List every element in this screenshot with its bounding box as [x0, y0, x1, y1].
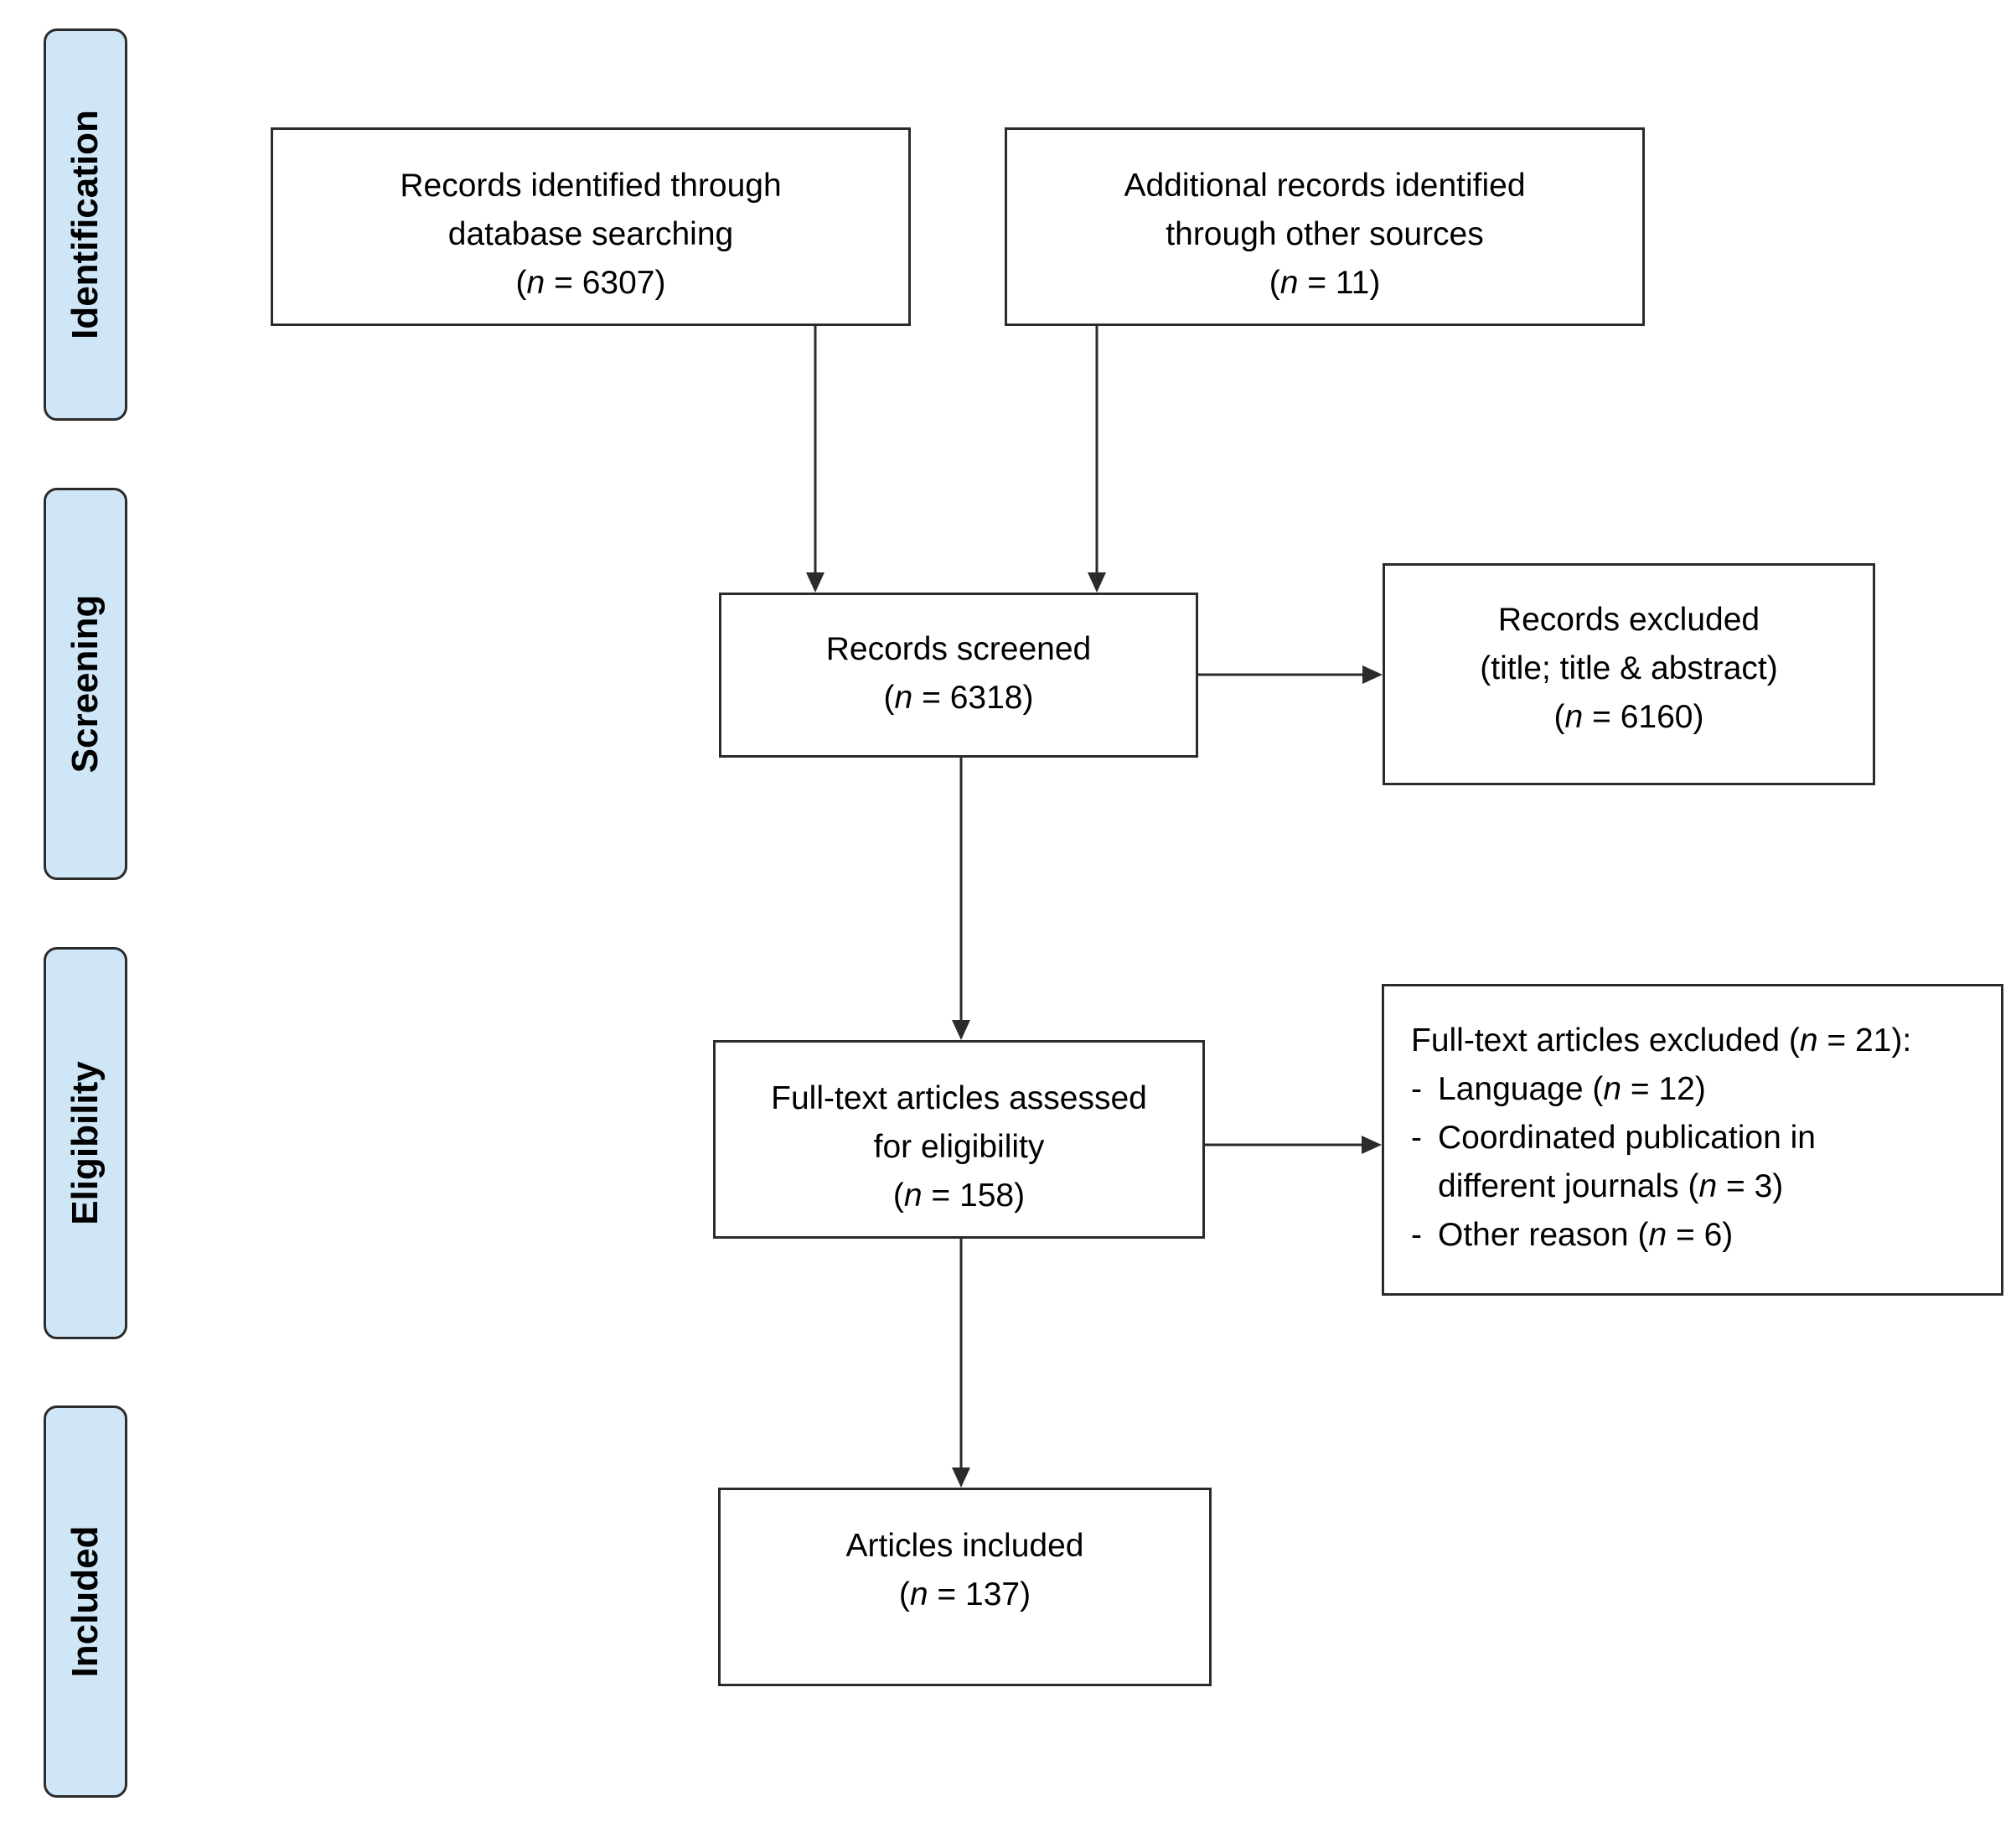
- box-fulltext-assessed: Full-text articles assessed for eligibil…: [713, 1040, 1205, 1239]
- exclusion-reason-language: -Language (n = 12): [1411, 1071, 1706, 1107]
- count-label: (n = 6307): [515, 265, 666, 301]
- arrowhead-screened-to-fulltext: [952, 1020, 970, 1040]
- exclusion-heading: Full-text articles excluded (n = 21):: [1411, 1022, 1912, 1059]
- box-other-records: Additional records identified through ot…: [1005, 127, 1645, 326]
- box-articles-included: Articles included (n = 137): [718, 1488, 1212, 1686]
- box-text-line: Records excluded: [1497, 602, 1760, 638]
- box-text-line: Articles included: [845, 1528, 1084, 1564]
- box-text-line: Full-text articles assessed: [771, 1080, 1147, 1116]
- arrowhead-fulltext-to-excluded: [1362, 1136, 1382, 1154]
- phase-screening: Screening: [44, 488, 127, 880]
- box-text-line: for eligibility: [873, 1129, 1045, 1165]
- box-records-excluded: Records excluded (title; title & abstrac…: [1383, 563, 1875, 785]
- arrowhead-db-to-screened: [806, 572, 824, 593]
- arrowhead-other-to-screened: [1088, 572, 1106, 593]
- box-text-line: database searching: [447, 216, 734, 252]
- box-text-line: through other sources: [1166, 216, 1484, 252]
- box-text-line: Additional records identified: [1124, 168, 1526, 204]
- phase-identification: Identification: [44, 28, 127, 421]
- count-label: (n = 158): [892, 1178, 1026, 1214]
- count-label: (n = 6160): [1553, 699, 1704, 735]
- exclusion-reason-other: -Other reason (n = 6): [1411, 1217, 1734, 1253]
- arrowhead-fulltext-to-included: [952, 1467, 970, 1488]
- arrowhead-screened-to-excluded: [1362, 665, 1383, 684]
- box-records-screened: Records screened (n = 6318): [719, 593, 1198, 758]
- box-text-line: Records screened: [825, 631, 1092, 667]
- box-fulltext-excluded: Full-text articles excluded (n = 21): -L…: [1382, 984, 2003, 1296]
- box-text-line: Records identified through: [400, 168, 782, 204]
- count-label: (n = 11): [1269, 265, 1381, 301]
- phase-eligibility: Eligibility: [44, 947, 127, 1339]
- box-database-records: Records identified through database sear…: [271, 127, 911, 326]
- count-label: (n = 137): [898, 1576, 1031, 1612]
- count-label: (n = 6318): [883, 680, 1034, 716]
- phase-included: Included: [44, 1405, 127, 1798]
- box-text-line: (title; title & abstract): [1480, 650, 1778, 686]
